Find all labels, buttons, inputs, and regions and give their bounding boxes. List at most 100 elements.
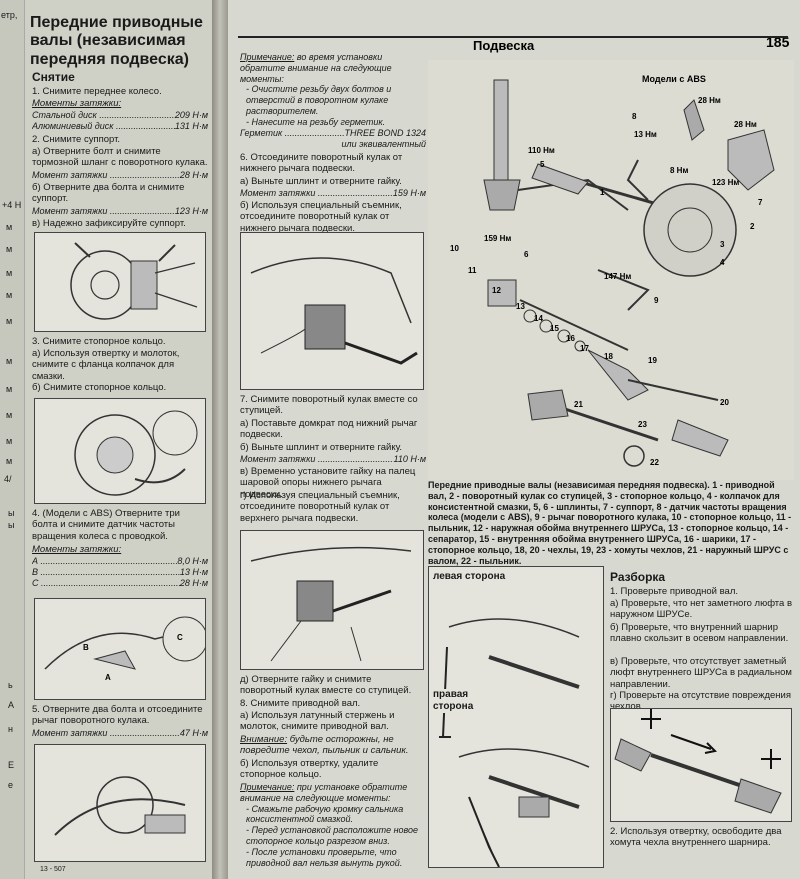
step-text: б) Отверните два болта и снимите суппорт… <box>32 182 185 205</box>
step-text: в) Временно установите гайку на палец ша… <box>240 466 416 500</box>
page-number: 185 <box>766 34 790 50</box>
exploded-diagram-drawing <box>483 79 775 467</box>
step-text: 3. Снимите стопорное кольцо. <box>32 336 166 347</box>
torque-line: Момент затяжки47 Н·м <box>32 728 208 739</box>
shaft-check-illustration <box>614 709 782 814</box>
subsection-title: Разборка <box>610 570 666 584</box>
torque-label: Моменты затяжки: <box>32 544 122 555</box>
margin-fragment: 4/ <box>4 474 12 484</box>
step-text: а) Используя отвертку и молоток, снимите… <box>32 348 180 382</box>
part-number: 9 <box>654 296 659 305</box>
left-page-cut-margin: етр, +4 Н м м м м м м м м м м 4/ ы ы ь А… <box>0 0 25 879</box>
margin-fragment: +4 Н <box>2 200 22 210</box>
part-number: 4 <box>720 258 725 267</box>
abs-models-label: Модели с ABS <box>642 74 706 84</box>
left-side-label: левая сторона <box>433 571 506 583</box>
book-gutter <box>212 0 228 879</box>
torque-line: Момент затяжки159 Н·м <box>240 188 426 199</box>
torque-callout: 110 Нм <box>528 146 555 155</box>
subsection-title: Снятие <box>32 70 75 84</box>
upper-arm-illustration <box>250 546 412 662</box>
margin-fragment: е <box>8 780 14 790</box>
margin-fragment: м <box>6 268 13 278</box>
torque-row: Алюминиевый диск131 Н·м <box>32 121 208 132</box>
sides-photo-illustration <box>439 618 590 867</box>
step-text: в) Проверьте, что отсутствует заметный л… <box>610 656 792 690</box>
torque-label: Моменты затяжки: <box>32 98 122 109</box>
torque-row: В13 Н·м <box>32 567 208 578</box>
step-text: г) Используя специальный съемник, отсоед… <box>240 490 400 524</box>
part-number: 23 <box>638 420 647 429</box>
torque-callout: 13 Нм <box>634 130 657 139</box>
caliper-illustration <box>70 242 198 320</box>
warning-block: Внимание: будьте осторожны, не повредите… <box>240 734 409 757</box>
margin-fragment: м <box>6 222 13 232</box>
figure-label: B <box>83 643 89 652</box>
step-text: б) Используя специальный съемник, отсоед… <box>240 200 402 234</box>
part-number: 15 <box>550 324 559 333</box>
part-number: 16 <box>566 334 575 343</box>
part-number: 8 <box>632 112 637 121</box>
margin-fragment: ь <box>8 680 13 690</box>
figure-label: A <box>105 673 111 682</box>
part-number: 17 <box>580 344 589 353</box>
step-text: б) Снимите стопорное кольцо. <box>32 382 167 393</box>
part-number: 21 <box>574 400 583 409</box>
margin-fragment: м <box>6 290 13 300</box>
torque-callout: 123 Нм <box>712 178 740 187</box>
step-text: г) Проверьте на отсутствие повреждения ч… <box>610 690 791 713</box>
figure-lower-arm <box>240 232 424 390</box>
step-text: 5. Отверните два болта и отсоедините рыч… <box>32 704 203 727</box>
step-text: б) Проверьте, что внутренний шарнир плав… <box>610 622 789 645</box>
footer-code: 13 - 507 <box>40 866 66 873</box>
margin-fragment: етр, <box>1 10 18 20</box>
note-block: Примечание: во время установки обратите … <box>240 52 392 127</box>
figure-caption: Передние приводные валы (независимая пер… <box>428 480 792 566</box>
margin-fragment: н <box>8 724 13 734</box>
torque-row: А8,0 Н·м <box>32 556 208 567</box>
sealant-line: ГерметикTHREE BOND 1324 или эквивалентны… <box>240 128 426 150</box>
section-title: Передние приводные валы (независимая пер… <box>30 14 203 68</box>
figure-shaft-check <box>610 708 792 822</box>
figure-abs-sensor: B A C <box>34 598 206 700</box>
margin-fragment: м <box>6 356 13 366</box>
step-text: а) Поставьте домкрат под нижний рычаг по… <box>240 418 418 441</box>
part-number: 2 <box>750 222 755 231</box>
figure-knuckle-arm <box>34 744 206 862</box>
torque-line: Момент затяжки110 Н·м <box>240 454 426 465</box>
torque-callout: 159 Нм <box>484 234 512 243</box>
torque-line: Момент затяжки123 Н·м <box>32 206 208 217</box>
hub-illustration <box>74 410 198 496</box>
margin-fragment: м <box>6 384 13 394</box>
lower-arm-illustration <box>250 257 418 365</box>
running-header-title: Подвеска <box>473 38 535 53</box>
part-number: 13 <box>516 302 525 311</box>
step-text: 4. (Модели с ABS) Отверните три болта и … <box>32 508 180 542</box>
header-rule <box>238 36 788 38</box>
step-text: а) Проверьте, что нет заметного люфта в … <box>610 598 793 621</box>
part-number: 12 <box>492 286 501 295</box>
margin-fragment: А <box>8 700 15 710</box>
part-number: 1 <box>600 188 605 197</box>
torque-line: Момент затяжки28 Н·м <box>32 170 208 181</box>
part-number: 19 <box>648 356 657 365</box>
step-text: 2. Используя отвертку, освободите два хо… <box>610 826 782 849</box>
margin-fragment: Е <box>8 760 15 770</box>
part-number: 3 <box>720 240 725 249</box>
part-number: 20 <box>720 398 729 407</box>
step-text: а) Используя латунный стержень и молоток… <box>240 710 395 733</box>
margin-fragment: м <box>6 436 13 446</box>
part-number: 6 <box>524 250 529 259</box>
torque-callout: 8 Нм <box>670 166 689 175</box>
torque-callout: 28 Нм <box>734 120 757 129</box>
exploded-diagram: Модели с ABS 28 Нм 28 Нм 13 Нм 8 Нм 123 … <box>428 60 794 480</box>
torque-callout: 147 Нм <box>604 272 632 281</box>
part-number: 22 <box>650 458 659 467</box>
step-text: в) Надежно зафиксируйте суппорт. <box>32 218 186 229</box>
margin-fragment: м <box>6 456 13 466</box>
left-page: етр, +4 Н м м м м м м м м м м 4/ ы ы ь А… <box>0 0 212 879</box>
torque-callout: 28 Нм <box>698 96 721 105</box>
step-text: б) Используя отвертку, удалите стопорное… <box>240 758 379 781</box>
part-number: 18 <box>604 352 613 361</box>
